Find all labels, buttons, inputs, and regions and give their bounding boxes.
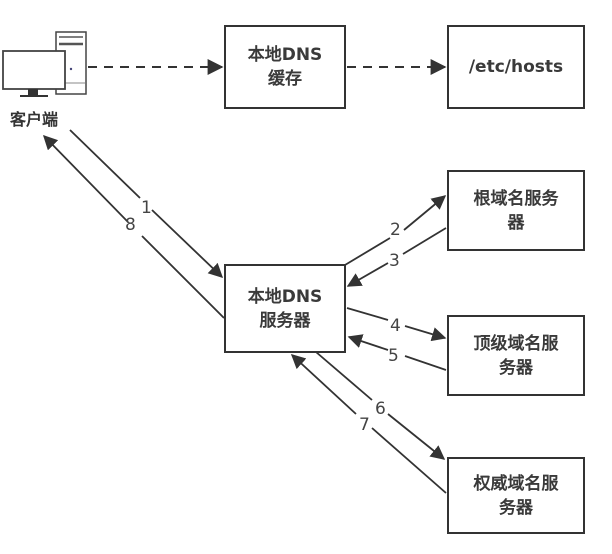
node-text: 顶级域名服 <box>473 333 559 354</box>
node-etc-hosts: /etc/hosts <box>447 25 585 109</box>
edge-label-8: 8 <box>125 215 136 235</box>
node-tld-server: 顶级域名服务器 <box>447 315 585 396</box>
node-text: 权威域名服 <box>473 473 559 494</box>
edge-label-2: 2 <box>390 220 401 240</box>
node-local-dns-server: 本地DNS 服务器 <box>224 264 346 353</box>
edge-6 <box>315 351 444 459</box>
edge-8 <box>44 136 225 319</box>
edge-label-7: 7 <box>359 415 370 435</box>
node-root-server: 根域名服务器 <box>447 170 585 251</box>
node-text: 器 <box>507 212 525 233</box>
node-text: 本地DNS <box>247 45 323 65</box>
node-text: 本地DNS <box>247 286 323 307</box>
client-label: 客户端 <box>10 110 59 129</box>
node-text: 缓存 <box>268 69 302 89</box>
node-local-dns-cache: 本地DNS 缓存 <box>224 25 346 109</box>
edge-label-5: 5 <box>388 346 399 366</box>
edge-label-6: 6 <box>375 399 386 419</box>
edge-2 <box>344 196 445 266</box>
edge-1 <box>69 129 222 277</box>
computer-icon <box>2 31 87 97</box>
edge-4 <box>346 307 445 338</box>
node-text: 务器 <box>499 497 533 518</box>
edge-label-3: 3 <box>389 251 400 271</box>
node-text: 根域名服务 <box>473 188 559 209</box>
edge-5 <box>349 337 447 371</box>
edge-3 <box>348 227 447 286</box>
node-text: /etc/hosts <box>468 57 564 77</box>
edge-label-1: 1 <box>141 198 152 218</box>
node-text: 服务器 <box>259 310 311 331</box>
edge-7 <box>292 355 447 494</box>
node-text: 务器 <box>499 357 533 378</box>
edge-label-4: 4 <box>390 316 401 336</box>
node-authoritative-server: 权威域名服务器 <box>447 457 585 534</box>
